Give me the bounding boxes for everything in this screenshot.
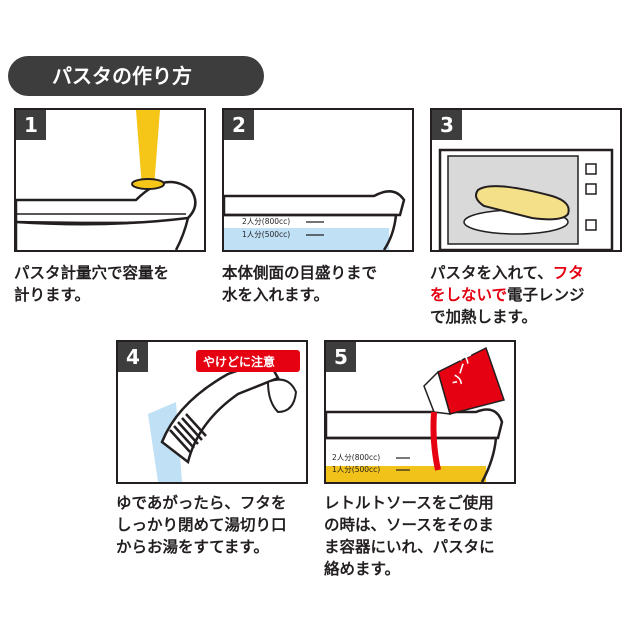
- step-5-caption: レトルトソースをご使用 の時は、ソースをそのま ま容器にいれ、パスタに 絡めます…: [324, 494, 495, 578]
- step-4-panel: 4 やけどに注意: [116, 340, 308, 484]
- step-1-panel: 1: [14, 108, 206, 252]
- mark-1-label: 1人分(500cc): [332, 465, 380, 474]
- step-2-caption: 本体側面の目盛りまで 水を入れます。: [222, 264, 378, 304]
- draining-illustration: やけどに注意: [148, 350, 300, 482]
- step-4-caption: ゆであがったら、フタを しっかり閉めて湯切り口 からお湯をすてます。: [116, 494, 287, 556]
- container-illustration: 2人分(800cc) 1人分(500cc): [224, 190, 406, 250]
- step-3-caption: パスタを入れて、フタ をしないで電子レンジ で加熱します。: [430, 264, 585, 326]
- mark-2-label: 2人分(800cc): [332, 453, 380, 462]
- page-title: パスタの作り方: [8, 56, 264, 96]
- sauce-illustration: ソース 2人分(800cc) 1人分(500cc): [326, 346, 505, 482]
- step-number: 2: [224, 110, 254, 140]
- measuring-illustration: [16, 110, 197, 250]
- step-number: 5: [326, 342, 356, 372]
- step-3-panel: 3: [430, 108, 622, 252]
- step-number: 1: [16, 110, 46, 140]
- step-number: 4: [118, 342, 148, 372]
- step-1-caption: パスタ計量穴で容量を 計ります。: [14, 264, 170, 304]
- microwave-illustration: [438, 148, 614, 250]
- step-number: 3: [432, 110, 462, 140]
- mark-1-label: 1人分(500cc): [242, 230, 290, 239]
- step-5-panel: 5 ソース 2人分(800cc) 1人分(500cc): [324, 340, 516, 484]
- burn-warning: やけどに注意: [203, 354, 275, 369]
- mark-2-label: 2人分(800cc): [242, 217, 290, 226]
- step-2-panel: 2 2人分(800cc) 1人分(500cc): [222, 108, 414, 252]
